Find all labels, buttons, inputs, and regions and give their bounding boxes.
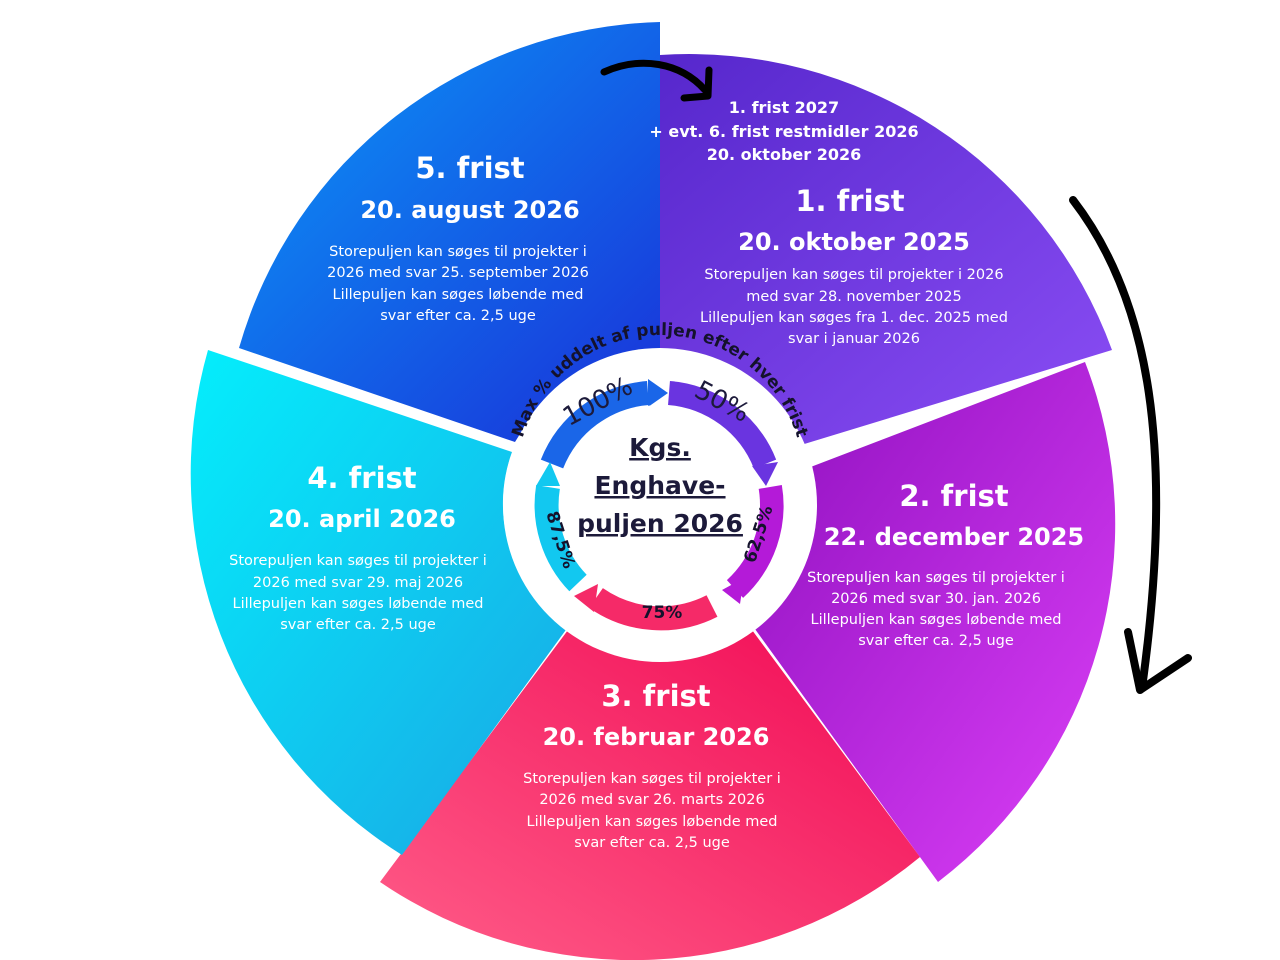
next-deadline-text: 1. frist 2027 + evt. 6. frist restmidler… bbox=[649, 98, 918, 164]
frist-3-body-3: Lillepuljen kan søges løbende med bbox=[527, 814, 778, 830]
frist-5-body-2: 2026 med svar 25. september 2026 bbox=[327, 265, 589, 281]
frist-3-body-4: svar efter ca. 2,5 uge bbox=[574, 835, 730, 851]
frist-3-text: 3. frist 20. februar 2026 Storepuljen ka… bbox=[523, 679, 781, 851]
frist-4-title: 4. frist bbox=[307, 461, 416, 495]
frist-2-text: 2. frist 22. december 2025 Storepuljen k… bbox=[807, 479, 1084, 649]
ring-arc-87 bbox=[534, 485, 587, 592]
frist-1-title: 1. frist bbox=[795, 184, 904, 218]
frist-3-date: 20. februar 2026 bbox=[543, 723, 770, 751]
segment-frist-1 bbox=[660, 54, 1112, 445]
frist-2-body-2: 2026 med svar 30. jan. 2026 bbox=[831, 591, 1041, 607]
ring-arc-50 bbox=[667, 381, 777, 469]
frist-1-body-1: Storepuljen kan søges til projekter i 20… bbox=[704, 267, 1003, 283]
frist-1-body-4: svar i januar 2026 bbox=[788, 331, 920, 347]
frist-4-date: 20. april 2026 bbox=[268, 505, 456, 533]
ring-arc-62 bbox=[726, 485, 784, 598]
curved-arrow-top-icon bbox=[600, 59, 713, 102]
center-title-line-1: Kgs. bbox=[629, 433, 691, 462]
next-deadline-line-2: + evt. 6. frist restmidler 2026 bbox=[649, 122, 918, 141]
frist-2-body-1: Storepuljen kan søges til projekter i bbox=[807, 570, 1065, 586]
frist-5-body-1: Storepuljen kan søges til projekter i bbox=[329, 244, 587, 260]
ring-arrowheads bbox=[536, 379, 778, 612]
frist-2-date: 22. december 2025 bbox=[824, 523, 1084, 551]
segment-frist-5 bbox=[239, 22, 660, 442]
center-title-line-2: Enghave- bbox=[594, 471, 725, 500]
frist-1-body-2: med svar 28. november 2025 bbox=[746, 289, 961, 305]
long-curved-arrow-right-icon bbox=[1069, 196, 1192, 694]
frist-3-title: 3. frist bbox=[601, 679, 710, 713]
frist-3-body-1: Storepuljen kan søges til projekter i bbox=[523, 771, 781, 787]
frist-3-body-2: 2026 med svar 26. marts 2026 bbox=[539, 792, 764, 808]
percent-label-75: 75% bbox=[642, 603, 683, 623]
frist-4-body-2: 2026 med svar 29. maj 2026 bbox=[253, 575, 463, 591]
frist-5-date: 20. august 2026 bbox=[360, 196, 579, 224]
frist-2-body-3: Lillepuljen kan søges løbende med bbox=[811, 612, 1062, 628]
frist-4-body-4: svar efter ca. 2,5 uge bbox=[280, 617, 436, 633]
ring-arc-100 bbox=[540, 381, 650, 469]
frist-1-date: 20. oktober 2025 bbox=[738, 228, 970, 256]
frist-5-body-4: svar efter ca. 2,5 uge bbox=[380, 308, 536, 324]
next-deadline-line-3: 20. oktober 2026 bbox=[707, 145, 861, 164]
progress-ring bbox=[534, 381, 784, 631]
center-title-line-3: puljen 2026 bbox=[577, 509, 743, 538]
frist-2-body-4: svar efter ca. 2,5 uge bbox=[858, 633, 1014, 649]
frist-1-text: 1. frist 20. oktober 2025 Storepuljen ka… bbox=[700, 184, 1008, 347]
segment-frist-4 bbox=[190, 350, 568, 855]
frist-4-text: 4. frist 20. april 2026 Storepuljen kan … bbox=[229, 461, 487, 633]
frist-5-body-3: Lillepuljen kan søges løbende med bbox=[333, 287, 584, 303]
next-deadline-line-1: 1. frist 2027 bbox=[729, 98, 839, 117]
frist-4-body-1: Storepuljen kan søges til projekter i bbox=[229, 553, 487, 569]
frist-1-body-3: Lillepuljen kan søges fra 1. dec. 2025 m… bbox=[700, 310, 1008, 326]
frist-5-text: 5. frist 20. august 2026 Storepuljen kan… bbox=[327, 151, 589, 324]
frist-2-title: 2. frist bbox=[899, 479, 1008, 513]
center-disc bbox=[560, 405, 760, 605]
segment-frist-3 bbox=[380, 630, 920, 960]
frist-5-title: 5. frist bbox=[415, 151, 524, 185]
frist-4-body-3: Lillepuljen kan søges løbende med bbox=[233, 596, 484, 612]
ring-arc-75 bbox=[589, 587, 718, 631]
segment-frist-2 bbox=[747, 362, 1116, 882]
